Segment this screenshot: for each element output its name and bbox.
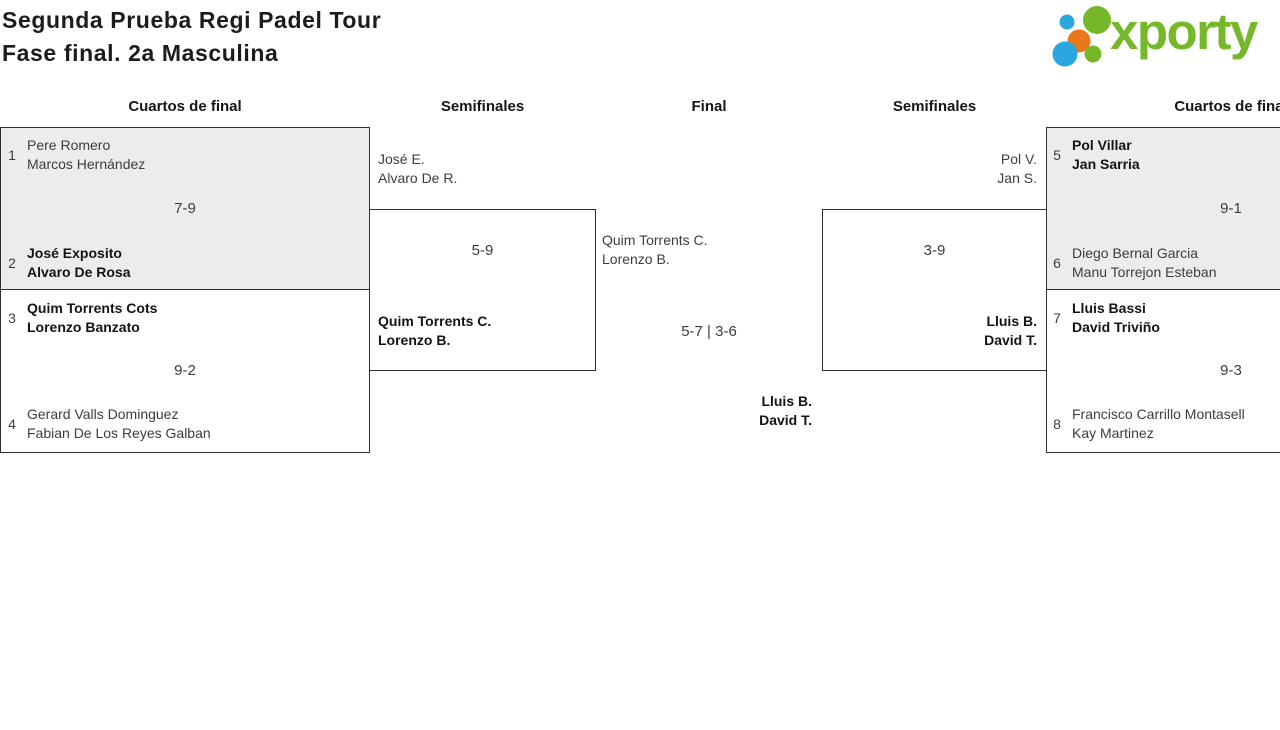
- team-names: Quim Torrents C. Lorenzo B.: [602, 231, 708, 269]
- player-name: Marcos Hernández: [27, 156, 146, 172]
- match-score: 9-2: [174, 362, 196, 379]
- player-name: Fabian De Los Reyes Galban: [27, 425, 211, 441]
- team-names: José E. Alvaro De R.: [378, 150, 457, 188]
- team-names-winner: Lluis B. David T.: [822, 312, 1037, 350]
- player-name: Lluis Bassi: [1072, 300, 1146, 316]
- xporty-logo[interactable]: xporty: [1048, 2, 1280, 70]
- logo-dot-large-green-icon: [1083, 6, 1111, 34]
- player-name: Alvaro De Rosa: [27, 264, 131, 280]
- match-box-qf-right-top: [1046, 127, 1280, 290]
- team-names-winner: Quim Torrents C. Lorenzo B.: [378, 312, 491, 350]
- player-name: José Exposito: [27, 245, 122, 261]
- logo-dot-small-blue-icon: [1059, 14, 1075, 30]
- player-name: Lorenzo Banzato: [27, 319, 140, 335]
- match-score: 5-9: [471, 242, 494, 259]
- match-box-sf-right: [822, 209, 1047, 371]
- player-name: Lorenzo B.: [602, 251, 670, 267]
- player-name: Lluis B.: [986, 313, 1037, 329]
- round-header-quarterfinals-right: Cuartos de final: [1174, 98, 1280, 115]
- match-box-qf-left-top: [0, 127, 370, 290]
- player-name: Kay Martinez: [1072, 425, 1154, 441]
- player-name: David T.: [984, 332, 1037, 348]
- team-names: Diego Bernal Garcia Manu Torrejon Esteba…: [1072, 244, 1217, 282]
- player-name: Lluis B.: [761, 393, 812, 409]
- team-names-winner: Quim Torrents Cots Lorenzo Banzato: [27, 299, 157, 337]
- page-title: Segunda Prueba Regi Padel Tour: [2, 7, 382, 33]
- match-score: 9-1: [1220, 200, 1242, 217]
- player-name: Gerard Valls Dominguez: [27, 406, 179, 422]
- match-box-qf-right-bottom: [1046, 289, 1280, 453]
- player-name: Pol Villar: [1072, 137, 1132, 153]
- player-name: David Triviño: [1072, 319, 1160, 335]
- seed-number: 7: [1053, 310, 1061, 326]
- player-name: Quim Torrents Cots: [27, 300, 158, 316]
- player-name: Diego Bernal Garcia: [1072, 245, 1199, 261]
- player-name: Pere Romero: [27, 137, 111, 153]
- player-name: Pol V.: [1000, 151, 1037, 167]
- team-names: Pol V. Jan S.: [822, 150, 1037, 188]
- seed-number: 3: [8, 310, 16, 326]
- match-box-qf-left-bottom: [0, 289, 370, 453]
- player-name: Manu Torrejon Esteban: [1072, 264, 1217, 280]
- seed-number: 1: [8, 147, 16, 163]
- team-names-winner: José Exposito Alvaro De Rosa: [27, 244, 130, 282]
- page-header: Segunda Prueba Regi Padel Tour Fase fina…: [2, 4, 381, 70]
- player-name: Francisco Carrillo Montasell: [1072, 406, 1245, 422]
- player-name: Quim Torrents C.: [378, 313, 492, 329]
- team-names-winner: Pol Villar Jan Sarria: [1072, 136, 1140, 174]
- seed-number: 2: [8, 255, 16, 271]
- player-name: Lorenzo B.: [378, 332, 451, 348]
- team-names: Pere Romero Marcos Hernández: [27, 136, 145, 174]
- player-name: Jan S.: [997, 170, 1037, 186]
- seed-number: 6: [1053, 255, 1061, 271]
- round-header-quarterfinals-left: Cuartos de final: [128, 98, 242, 115]
- player-name: Alvaro De R.: [378, 170, 458, 186]
- match-score: 9-3: [1220, 362, 1242, 379]
- logo-dot-large-blue-icon: [1052, 41, 1078, 67]
- team-names-winner: Lluis Bassi David Triviño: [1072, 299, 1160, 337]
- match-score: 7-9: [174, 200, 196, 217]
- seed-number: 5: [1053, 147, 1061, 163]
- round-header-final: Final: [691, 98, 727, 115]
- round-header-semifinals-left: Semifinales: [440, 98, 525, 115]
- page-subtitle: Fase final. 2a Masculina: [2, 40, 279, 66]
- player-name: José E.: [378, 151, 425, 167]
- player-name: Quim Torrents C.: [602, 232, 708, 248]
- team-names: Gerard Valls Dominguez Fabian De Los Rey…: [27, 405, 211, 443]
- team-names-champion: Lluis B. David T.: [597, 392, 812, 430]
- player-name: Jan Sarria: [1072, 156, 1140, 172]
- match-score: 3-9: [923, 242, 946, 259]
- seed-number: 4: [8, 416, 16, 432]
- player-name: David T.: [759, 412, 812, 428]
- logo-dot-small-green-icon: [1084, 45, 1102, 63]
- logo-wordmark: xporty: [1110, 3, 1258, 60]
- match-score: 5-7 | 3-6: [681, 323, 737, 340]
- seed-number: 8: [1053, 416, 1061, 432]
- match-box-sf-left: [369, 209, 596, 371]
- round-header-semifinals-right: Semifinales: [892, 98, 977, 115]
- logo-dots-icon: [1052, 6, 1111, 67]
- team-names: Francisco Carrillo Montasell Kay Martine…: [1072, 405, 1245, 443]
